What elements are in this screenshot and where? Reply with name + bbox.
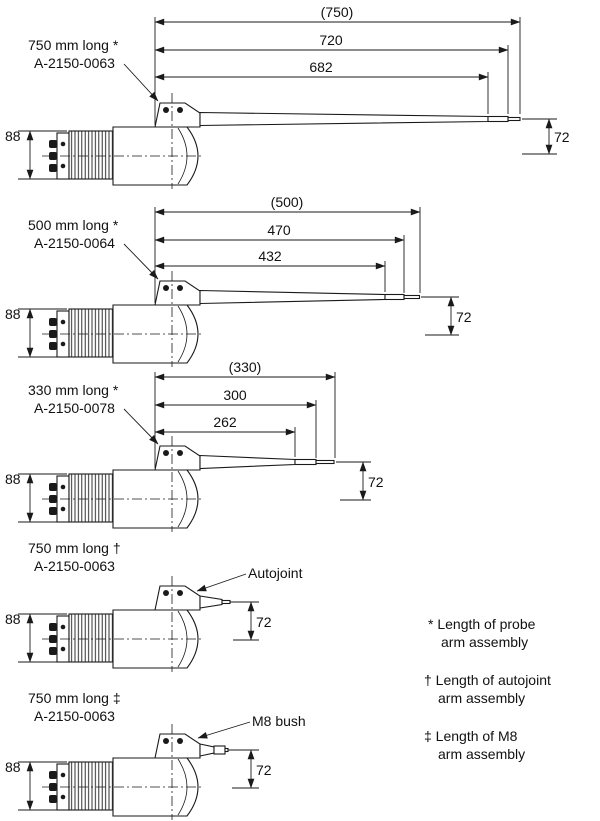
part-number: A-2150-0063: [34, 558, 115, 574]
part-number: A-2150-0078: [34, 400, 115, 416]
dim-text: 72: [368, 474, 384, 490]
unit-750-autojoint: 750 mm long † A-2150-0063 Autojoint 88 7…: [5, 540, 303, 673]
dim-text: 88: [5, 471, 21, 487]
dim-text: 432: [258, 248, 282, 264]
dim-text: 72: [456, 309, 472, 325]
probe-arm-tip: [507, 116, 521, 122]
callout-m8-bush: M8 bush: [252, 713, 306, 729]
unit-330-probe: 330 mm long * A-2150-0078 (330) 300 262 …: [5, 359, 384, 533]
dim-text: 682: [309, 59, 333, 75]
probe-arm-taper: [199, 454, 296, 470]
dim-inner: 682: [154, 59, 489, 114]
dim-text: (750): [321, 4, 354, 20]
label-leader-line: [123, 243, 159, 280]
dim-text: 720: [319, 32, 343, 48]
unit-label: 750 mm long *: [28, 37, 119, 53]
footnote-m8-line1: ‡ Length of M8: [424, 728, 518, 744]
autojoint-tip: [221, 599, 231, 605]
probe-arm-tip: [403, 294, 421, 300]
dim-text: 470: [267, 222, 291, 238]
dim-inner: 262: [154, 414, 296, 457]
m8-bush: [213, 745, 226, 755]
footnote-m8-line2: arm assembly: [438, 746, 525, 762]
dim-body-diameter: 88: [5, 471, 67, 523]
dim-overall: (500): [154, 194, 421, 303]
unit-label: 750 mm long ‡: [28, 690, 121, 706]
probe-head-body: [41, 723, 203, 821]
unit-500-probe: 500 mm long * A-2150-0064 (500) 470 432 …: [5, 194, 472, 368]
dim-text: 72: [256, 762, 272, 778]
dim-body-diameter: 88: [5, 759, 67, 811]
dim-text: 72: [256, 614, 272, 630]
dim-body-diameter: 88: [5, 611, 67, 663]
dim-drop: 72: [230, 601, 272, 641]
footnote-autojoint-line1: † Length of autojoint: [424, 672, 551, 688]
footnotes: * Length of probe arm assembly † Length …: [424, 616, 551, 762]
part-number: A-2150-0063: [34, 708, 115, 724]
dim-drop: 72: [336, 461, 384, 501]
dim-text: 72: [554, 129, 570, 145]
unit-750-m8: 750 mm long ‡ A-2150-0063 M8 bush 88 72: [5, 690, 306, 821]
part-number: A-2150-0064: [34, 235, 115, 251]
unit-750-probe: 750 mm long * A-2150-0063 (750) 720 682 …: [5, 4, 570, 190]
probe-arm-tip: [315, 459, 335, 465]
probe-head-body: [41, 270, 203, 368]
dim-body-diameter: 88: [5, 128, 67, 180]
probe-arm-taper: [199, 111, 489, 127]
probe-arm-rod: [384, 293, 405, 301]
m8-stub: [199, 743, 215, 757]
label-leader-line: [123, 63, 159, 102]
dim-text: 262: [213, 414, 237, 430]
dim-inner: 432: [154, 248, 386, 292]
dim-text: (330): [229, 359, 262, 375]
dim-text: 88: [5, 306, 21, 322]
probe-arm-rod: [487, 115, 509, 123]
dim-body-diameter: 88: [5, 306, 67, 358]
dim-text: 88: [5, 759, 21, 775]
probe-arm-rod: [294, 458, 317, 466]
dim-text: 300: [223, 387, 247, 403]
dim-outer: 300: [154, 387, 317, 458]
dim-text: 88: [5, 128, 21, 144]
dim-drop: 72: [421, 296, 472, 336]
dim-overall: (750): [154, 4, 521, 125]
dim-drop: 72: [228, 749, 272, 789]
probe-head-body: [41, 435, 203, 533]
dim-outer: 470: [154, 222, 405, 293]
probe-head-body: [41, 92, 203, 190]
callout-leader-line: [197, 721, 251, 739]
dim-text: (500): [271, 194, 304, 210]
probe-arm-taper: [199, 289, 386, 305]
label-leader-line: [123, 408, 159, 445]
dim-text: 88: [5, 611, 21, 627]
dim-overall: (330): [154, 359, 336, 468]
footnote-autojoint-line2: arm assembly: [438, 690, 525, 706]
footnote-probe-line2: arm assembly: [441, 634, 528, 650]
probe-head-body: [41, 575, 203, 673]
unit-label: 750 mm long †: [28, 540, 121, 556]
unit-label: 330 mm long *: [28, 382, 119, 398]
m8-thread-tip: [224, 747, 229, 753]
callout-leader-line: [196, 573, 247, 592]
dim-drop: 72: [522, 118, 570, 155]
part-number: A-2150-0063: [34, 55, 115, 71]
footnote-probe-line1: * Length of probe: [428, 616, 536, 632]
autojoint-stub: [199, 595, 223, 609]
callout-autojoint: Autojoint: [248, 565, 303, 581]
dim-outer: 720: [154, 32, 509, 114]
unit-label: 500 mm long *: [28, 217, 119, 233]
